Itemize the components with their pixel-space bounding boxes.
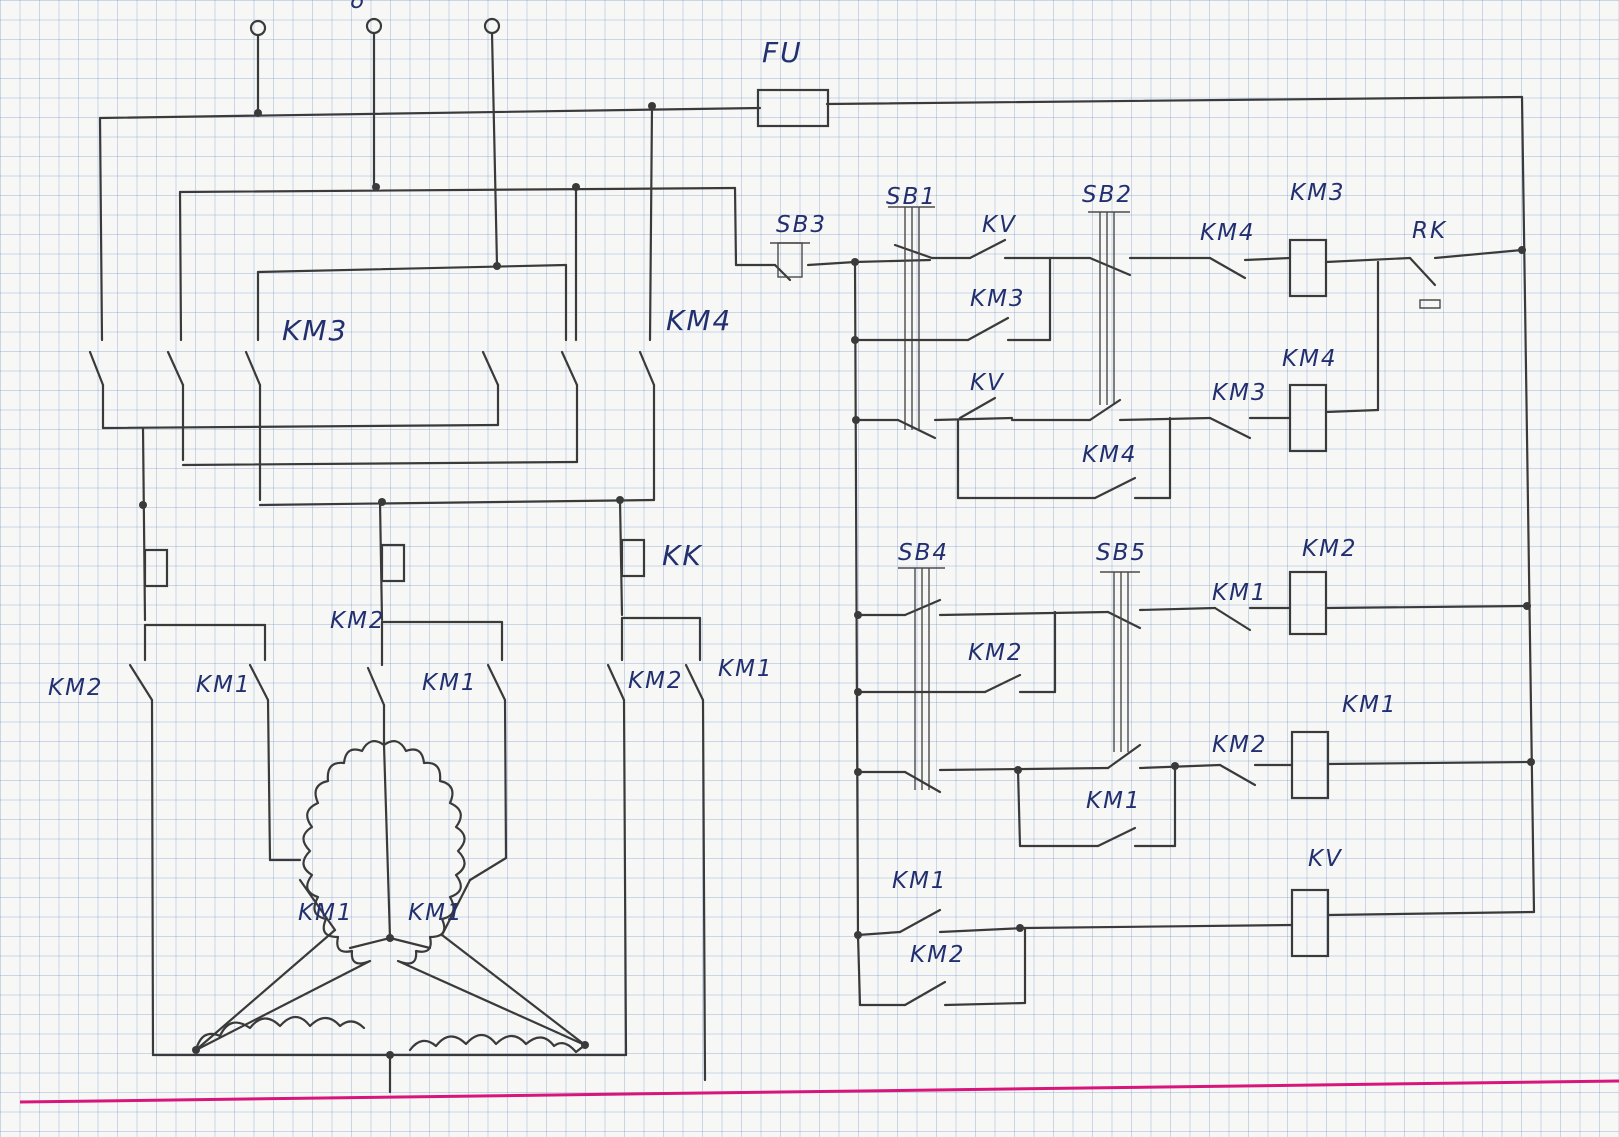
label-km2-left: KM2 — [48, 675, 104, 701]
label-sb5: SB5 — [1096, 540, 1147, 566]
label-km2-kv: KM2 — [910, 942, 966, 968]
label-kv-coil: KV — [1308, 846, 1343, 872]
fuse-fu — [756, 88, 830, 128]
motor-contacts — [128, 616, 707, 1094]
label-km4-hold: KM4 — [1082, 442, 1138, 468]
label-fu: FU — [762, 36, 803, 69]
label-km2-hold: KM2 — [968, 640, 1024, 666]
label-top-mark: ʊ — [350, 0, 366, 14]
control-circuit — [770, 95, 1536, 1007]
label-km1-kv: KM1 — [892, 868, 948, 894]
label-km1-coil: KM1 — [1342, 692, 1398, 718]
label-km3-hold: KM3 — [970, 286, 1026, 312]
label-km1-hold: KM1 — [1086, 788, 1142, 814]
label-km3-coil: KM3 — [1290, 180, 1346, 206]
label-km2-mid: KM2 — [330, 608, 386, 634]
margin-line — [19, 1079, 1619, 1104]
label-km2-coil: KM2 — [1302, 536, 1358, 562]
label-km1-interlock: KM1 — [1212, 580, 1268, 606]
label-sb3: SB3 — [776, 212, 827, 238]
label-km4-power: KM4 — [666, 304, 732, 337]
label-kv-top: KV — [982, 212, 1017, 238]
label-km1-c: KM1 — [718, 656, 774, 682]
km3-km4-power-contacts — [88, 350, 656, 507]
label-km3-interlock: KM3 — [1212, 380, 1268, 406]
label-kk: KK — [662, 539, 703, 572]
label-km1-star-r: KM1 — [408, 900, 464, 926]
label-km2-c: KM2 — [628, 668, 684, 694]
power-busses — [98, 95, 1524, 342]
thermal-relays — [139, 426, 646, 622]
label-km3-power: KM3 — [282, 314, 348, 347]
label-km1-star-l: KM1 — [298, 900, 354, 926]
label-sb1: SB1 — [886, 184, 937, 210]
label-km2-interlock: KM2 — [1212, 732, 1268, 758]
label-rk: RK — [1412, 218, 1447, 244]
label-km4-coil: KM4 — [1282, 346, 1338, 372]
label-km1-b: KM1 — [422, 670, 478, 696]
motor-windings — [192, 740, 589, 1059]
label-sb2: SB2 — [1082, 182, 1133, 208]
supply-terminals — [249, 17, 501, 267]
label-km1-a: KM1 — [196, 672, 252, 698]
label-kv-mid: KV — [970, 370, 1005, 396]
label-sb4: SB4 — [898, 540, 949, 566]
label-km4-contact: KM4 — [1200, 220, 1256, 246]
